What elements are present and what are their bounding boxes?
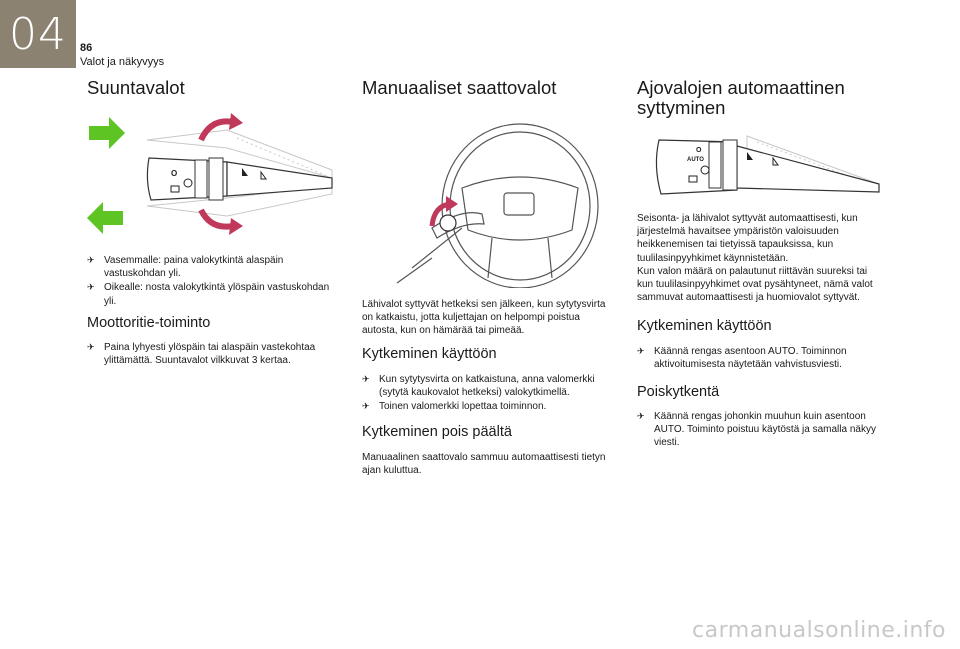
list-item: ✈Käännä rengas johonkin muuhun kuin asen… (637, 411, 876, 449)
auto-stalk-illustration: O AUTO (655, 135, 880, 195)
subheading: Kytkeminen pois päältä (362, 424, 512, 440)
bullet-icon: ✈ (87, 255, 95, 265)
list-item: ✈Toinen valomerkki lopettaa toiminnon. (362, 401, 547, 413)
section-name: Valot ja näkyvyys (80, 56, 165, 68)
bullet-icon: ✈ (362, 401, 370, 412)
arrow-left-icon (87, 202, 123, 234)
bullet-list: ✈Käännä rengas asentoon AUTO. Toiminnon … (637, 345, 887, 372)
body-text: Lähivalot syttyvät hetkeksi sen jälkeen,… (362, 299, 606, 337)
bullet-icon: ✈ (637, 411, 645, 421)
arrow-right-icon (89, 117, 125, 149)
bullet-list: ✈Kun sytytysvirta on katkaistuna, anna v… (362, 373, 612, 415)
bullet-list: ✈Vasemmalle: paina valokytkintä alaspäin… (87, 254, 337, 309)
chapter-tab: 04 (0, 0, 76, 68)
subheading: Kytkeminen käyttöön (637, 318, 772, 334)
off-label: O (696, 147, 702, 154)
bullet-icon: ✈ (637, 346, 645, 356)
list-item: ✈Kun sytytysvirta on katkaistuna, anna v… (362, 374, 595, 399)
list-item: ✈Käännä rengas asentoon AUTO. Toiminnon … (637, 346, 847, 371)
list-item: ✈Paina lyhyesti ylöspäin tai alaspäin va… (87, 342, 316, 367)
section-title: Suuntavalot (87, 77, 185, 98)
list-item: ✈Oikealle: nosta valokytkintä ylöspäin v… (87, 282, 330, 307)
subheading: Kytkeminen käyttöön (362, 346, 497, 362)
list-item: ✈Vasemmalle: paina valokytkintä alaspäin… (87, 255, 284, 280)
bullet-list: ✈Paina lyhyesti ylöspäin tai alaspäin va… (87, 341, 337, 368)
subheading: Moottoritie-toiminto (87, 315, 211, 331)
bullet-icon: ✈ (87, 342, 95, 352)
bullet-list: ✈Käännä rengas johonkin muuhun kuin asen… (637, 410, 887, 451)
page-number: 86 (80, 42, 93, 54)
subheading: Poiskytkentä (637, 384, 720, 400)
stalk-illustration: O (87, 113, 333, 235)
section-title: Ajovalojen automaattinen syttyminen (637, 77, 845, 118)
body-text: Manuaalinen saattovalo sammuu automaatti… (362, 452, 606, 477)
steering-wheel-illustration (396, 123, 599, 288)
section-title: Manuaaliset saattovalot (362, 77, 557, 98)
bullet-icon: ✈ (362, 374, 370, 384)
auto-label: AUTO (687, 157, 704, 163)
off-label: O (171, 169, 177, 178)
watermark: carmanualsonline.info (692, 618, 946, 643)
body-text: Seisonta- ja lähivalot syttyvät automaat… (637, 213, 873, 304)
bullet-icon: ✈ (87, 282, 95, 293)
chapter-number: 04 (9, 8, 67, 60)
